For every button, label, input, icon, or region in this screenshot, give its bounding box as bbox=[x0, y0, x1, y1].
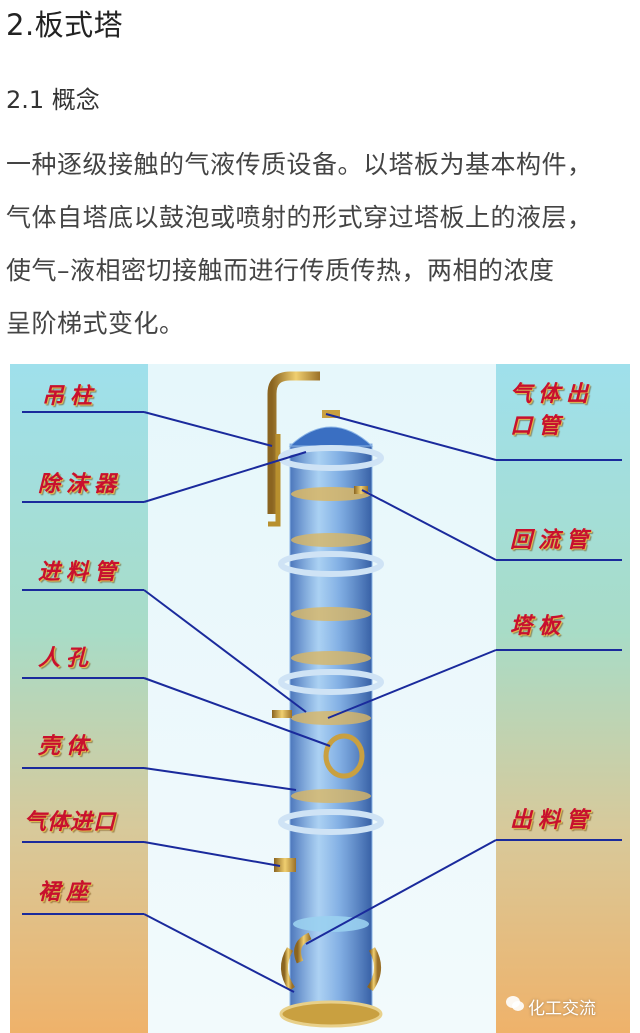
label-underlines bbox=[22, 411, 622, 915]
label-gas-inlet: 气体进口 bbox=[24, 809, 117, 835]
label-feed-pipe: 进料管 bbox=[38, 559, 123, 585]
paragraph-line: 一种逐级接触的气液传质设备。以塔板为基本构件， bbox=[6, 150, 593, 179]
leader-lines bbox=[143, 411, 497, 993]
label-tray: 塔板 bbox=[510, 613, 567, 639]
label-shell: 壳体 bbox=[38, 733, 95, 759]
label-gas-outlet: 气体出口管 bbox=[510, 381, 595, 439]
paragraph-line: 使气–液相密切接触而进行传质传热，两相的浓度 bbox=[6, 256, 555, 285]
plate-tower-diagram: 吊柱 除沫器 进料管 人孔 壳体 气体进口 裙座 气体出口管 回流管 塔板 出料… bbox=[10, 364, 630, 1033]
gas-inlet-nozzle bbox=[274, 858, 296, 872]
flange bbox=[278, 669, 384, 695]
outlet-pipe bbox=[294, 932, 312, 964]
label-outlet: 出料管 bbox=[510, 807, 595, 833]
flange bbox=[278, 445, 384, 471]
label-reflux: 回流管 bbox=[510, 527, 595, 553]
flange bbox=[278, 551, 384, 577]
gas-outlet-nozzle bbox=[322, 410, 340, 418]
section-heading: 2.板式塔 bbox=[6, 8, 124, 42]
paragraph-line: 呈阶梯式变化。 bbox=[6, 309, 185, 338]
flange bbox=[278, 809, 384, 835]
tray bbox=[291, 607, 371, 621]
davit-pipe bbox=[267, 371, 320, 514]
watermark-text: 化工交流 bbox=[528, 999, 596, 1019]
tower-illustration bbox=[22, 371, 622, 1028]
tray bbox=[291, 789, 371, 803]
subsection-heading: 2.1 概念 bbox=[6, 86, 100, 114]
label-skirt: 裙座 bbox=[38, 879, 95, 905]
manhole bbox=[323, 733, 365, 779]
tray bbox=[291, 711, 371, 725]
right-label-panel bbox=[496, 364, 630, 1033]
left-label-panel bbox=[10, 364, 148, 1033]
tower-dome bbox=[288, 426, 374, 447]
paragraph-line: 气体自塔底以鼓泡或喷射的形式穿过塔板上的液层， bbox=[6, 203, 593, 232]
feed-pipe-nozzle bbox=[272, 710, 292, 718]
concept-paragraph: 一种逐级接触的气液传质设备。以塔板为基本构件， 气体自塔底以鼓泡或喷射的形式穿过… bbox=[6, 138, 636, 350]
demister-pad bbox=[291, 487, 371, 501]
label-manhole: 人孔 bbox=[38, 645, 95, 671]
label-davit: 吊柱 bbox=[42, 383, 99, 409]
chat-bubble-icon bbox=[506, 996, 524, 1011]
label-demister: 除沫器 bbox=[38, 471, 123, 497]
tray bbox=[291, 533, 371, 547]
skirt-base bbox=[279, 1000, 383, 1028]
reflux-nozzle bbox=[354, 486, 368, 494]
tray bbox=[291, 651, 371, 665]
